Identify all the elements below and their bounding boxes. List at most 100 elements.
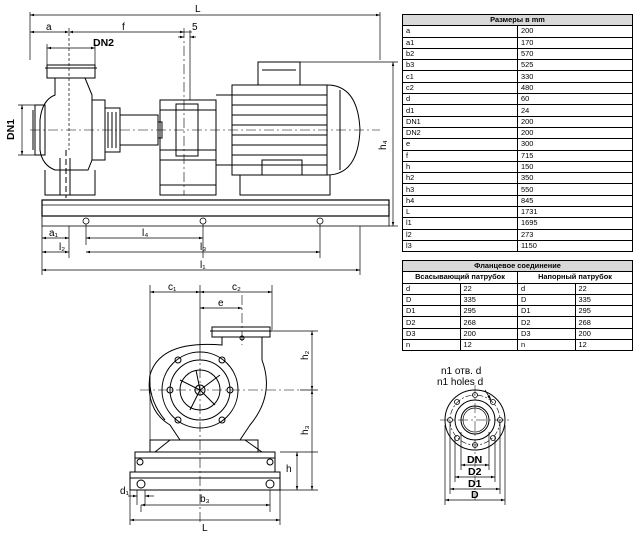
d-value-cell: 295 (574, 305, 633, 318)
value-cell: 200 (517, 126, 633, 140)
side-view-dimensions (18, 12, 398, 275)
value-cell: 1695 (517, 217, 633, 230)
pump-casing (32, 64, 163, 198)
value-cell: 200 (517, 115, 633, 128)
s-param-cell: D (402, 293, 461, 307)
value-cell: 1150 (517, 239, 633, 253)
s-value-cell: 200 (459, 327, 518, 341)
d-param-cell: D1 (517, 305, 576, 318)
label-b3: b₃ (200, 494, 210, 505)
value-cell: 570 (517, 47, 633, 61)
param-cell: e (402, 138, 518, 151)
value-cell: 550 (517, 183, 633, 196)
value-cell: 150 (517, 160, 633, 174)
value-cell: 24 (517, 104, 633, 117)
param-cell: h2 (402, 172, 518, 185)
s-value-cell: 268 (459, 316, 518, 329)
s-value-cell: 22 (459, 282, 518, 295)
label-a: a (46, 22, 52, 33)
value-cell: 715 (517, 149, 633, 162)
d-value-cell: 268 (574, 316, 633, 329)
param-cell: h3 (402, 183, 518, 196)
s-value-cell: 12 (459, 339, 518, 352)
param-cell: DN2 (402, 126, 518, 140)
label-DN: DN (467, 454, 482, 466)
label-n1-ru: n1 отв. d (441, 366, 481, 377)
param-cell: a1 (402, 36, 518, 49)
d-param-cell: D2 (517, 316, 576, 329)
flange-table: Фланцевое соединение Всасывающий патрубо… (402, 259, 633, 352)
volute-casing (148, 326, 272, 453)
label-f: f (122, 22, 125, 33)
base-lower-rail (41, 215, 390, 227)
label-c2: c₂ (232, 282, 241, 293)
s-value-cell: 335 (459, 293, 518, 307)
param-cell: f (402, 149, 518, 162)
d-value-cell: 22 (574, 282, 633, 295)
value-cell: 845 (517, 194, 633, 208)
front-view (128, 285, 318, 525)
param-cell: c1 (402, 70, 518, 83)
d-param-cell: D (517, 293, 576, 307)
value-cell: 300 (517, 138, 633, 151)
param-cell: l1 (402, 217, 518, 230)
label-h: h (286, 464, 292, 475)
discharge-header: Напорный патрубок (517, 271, 633, 284)
value-cell: 273 (517, 228, 633, 241)
base-frame (41, 199, 390, 217)
label-DN1: DN1 (5, 119, 17, 140)
label-e: e (218, 298, 224, 309)
label-c1: c₁ (168, 282, 177, 293)
param-cell: d (402, 93, 518, 106)
value-cell: 480 (517, 81, 633, 95)
label-l3: l₃ (200, 242, 206, 253)
label-b-bottom: L (202, 523, 208, 534)
param-cell: b2 (402, 47, 518, 61)
s-param-cell: D2 (402, 316, 461, 329)
front-view-dimensions (128, 285, 318, 525)
value-cell: 525 (517, 59, 633, 72)
d-param-cell: D3 (517, 327, 576, 341)
value-cell: 60 (517, 93, 633, 106)
label-DN2: DN2 (93, 37, 114, 49)
label-l4: l₄ (142, 228, 148, 239)
param-cell: l2 (402, 228, 518, 241)
d-param-cell: n (517, 339, 576, 352)
drawing-labels: L a f 5 DN2 DN1 h₄ a₁ l₄ l₂ l₃ l₁ c₁ c₂ … (5, 4, 483, 534)
param-cell: DN1 (402, 115, 518, 128)
value-cell: 170 (517, 36, 633, 49)
d-value-cell: 200 (574, 327, 633, 341)
label-l1: l₁ (200, 260, 206, 271)
param-cell: L (402, 206, 518, 219)
flange-table-title: Фланцевое соединение (402, 259, 633, 273)
s-param-cell: D1 (402, 305, 461, 318)
value-cell: 350 (517, 172, 633, 185)
front-base (129, 439, 281, 491)
coupling-guard (159, 99, 217, 196)
dimensions-table-title: Размеры в mm (402, 13, 633, 27)
label-l2: l₂ (59, 242, 65, 253)
label-D: D (471, 489, 479, 501)
d-param-cell: d (517, 282, 576, 295)
label-a1: a₁ (49, 228, 59, 239)
